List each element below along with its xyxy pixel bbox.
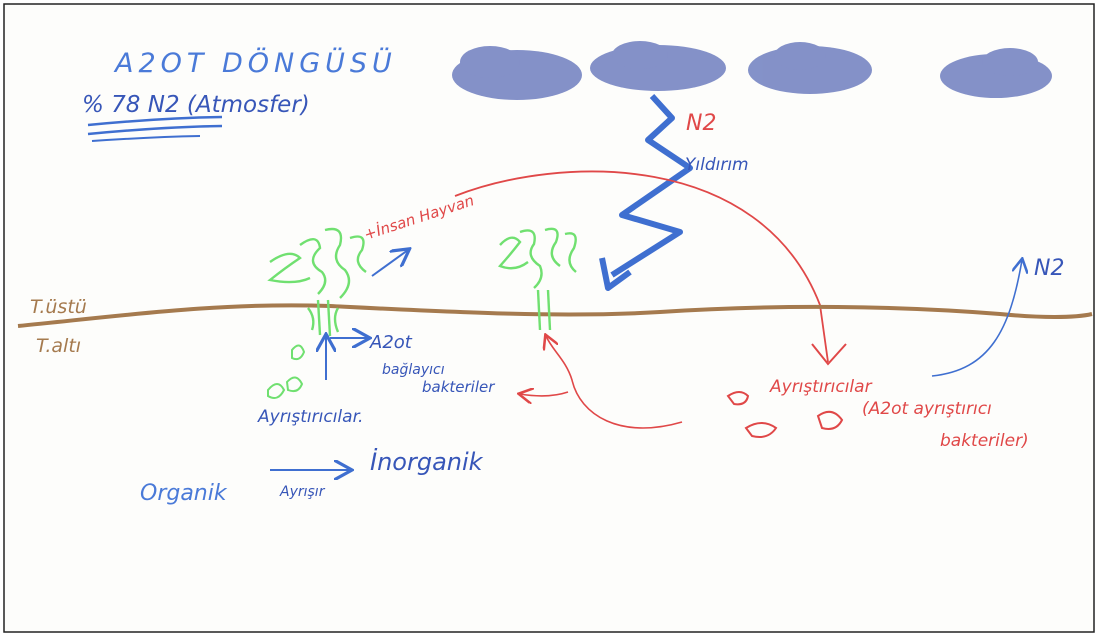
denitrification-arrow bbox=[931, 260, 1022, 377]
inorganic-label: İnorganik bbox=[370, 447, 484, 476]
decomposition-arc bbox=[454, 170, 829, 363]
denitrifying-line-1: (A2ot ayrıştırıcı bbox=[862, 399, 992, 419]
organic-label: Organik bbox=[140, 481, 228, 506]
mineralization-label: Ayrışır bbox=[279, 484, 326, 500]
cloud-icon bbox=[940, 48, 1052, 98]
decomposer-left-icon bbox=[267, 344, 306, 399]
uptake-loop-arrow bbox=[546, 336, 683, 429]
fixing-bacteria-line-1: A2ot bbox=[369, 332, 413, 353]
fixing-return-arrow bbox=[520, 392, 569, 396]
released-gas-label: N2 bbox=[1034, 256, 1064, 281]
underline-2 bbox=[87, 124, 223, 136]
fixing-bacteria-line-3: bakteriler bbox=[422, 378, 495, 396]
decomposers-left-label: Ayrıştırıcılar. bbox=[257, 407, 363, 427]
cloud-icon bbox=[748, 42, 872, 94]
decomposers-right-label: Ayrıştırıcılar bbox=[769, 377, 873, 397]
plant-left-icon bbox=[267, 227, 367, 337]
consumption-arrow bbox=[371, 250, 408, 277]
below-soil-label: T.altı bbox=[36, 335, 81, 357]
denitrifying-line-2: bakteriler) bbox=[940, 431, 1029, 451]
fixing-bacteria-line-2: bağlayıcı bbox=[382, 362, 445, 378]
lightning-label: Yıldırım bbox=[685, 155, 749, 175]
diagram-title: A2OT DÖNGÜSÜ bbox=[113, 47, 397, 79]
soil-surface-line bbox=[17, 303, 1093, 328]
lightning-gas-label: N2 bbox=[686, 111, 716, 136]
plant-middle-icon bbox=[497, 227, 577, 331]
lightning-arrowhead-icon bbox=[599, 257, 632, 291]
decomposer-right-icon bbox=[726, 391, 844, 438]
underline-3 bbox=[91, 135, 201, 142]
underline-1 bbox=[87, 115, 223, 127]
atmosphere-percentage: % 78 N2 (Atmosfer) bbox=[82, 92, 310, 118]
above-soil-label: T.üstü bbox=[30, 296, 87, 318]
decomposition-arrowhead-icon bbox=[811, 343, 847, 366]
lightning-bolt-icon bbox=[610, 93, 693, 278]
cloud-icon bbox=[590, 41, 726, 91]
cloud-icon bbox=[452, 46, 582, 100]
